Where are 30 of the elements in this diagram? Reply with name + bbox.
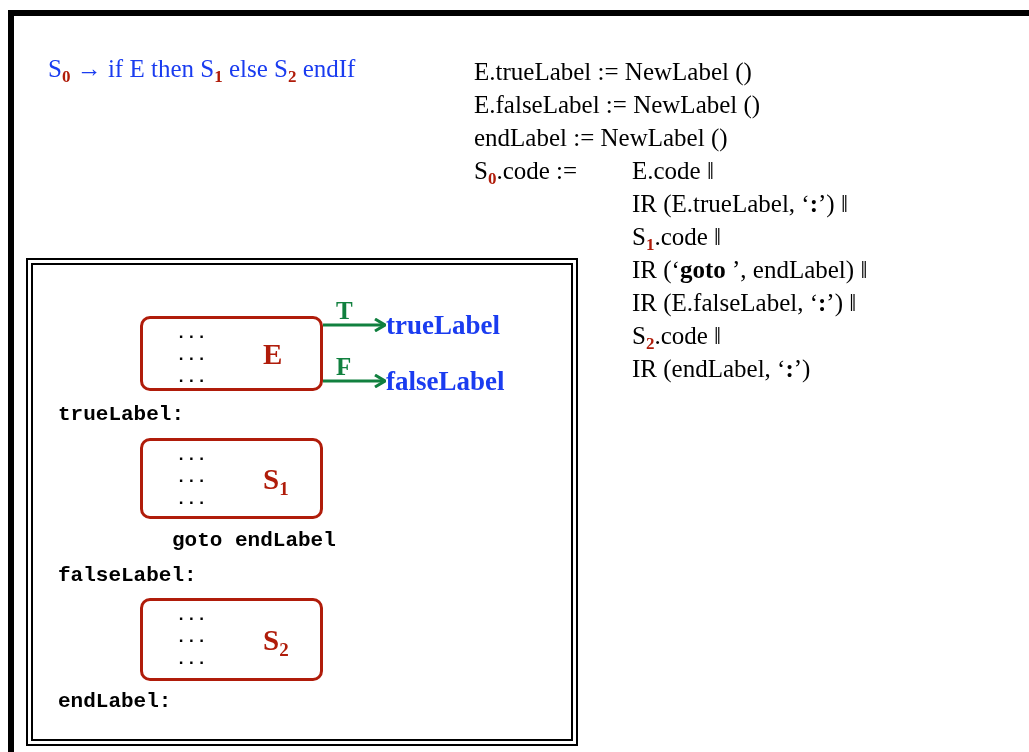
block-name: S$_{1}$ (263, 462, 289, 501)
ellipsis-code: ... ... ... (176, 323, 207, 389)
arrow (323, 317, 387, 333)
code-line: E.falseLabel := NewLabel () (474, 90, 761, 120)
production-rule: S$_{0}$ → if E then S$_{1}$ else S$_{2}$ endIf (48, 54, 356, 88)
code-label: trueLabel: (58, 403, 185, 427)
code-layout-panel (26, 258, 578, 746)
code-line: IR (endLabel, ‘:’) (632, 354, 811, 384)
code-line: IR (E.falseLabel, ‘:’) ‖ (632, 288, 857, 318)
code-label: falseLabel: (58, 564, 197, 588)
code-line: S$_{1}$.code ‖ (632, 222, 722, 256)
code-block-box (140, 598, 323, 681)
code-block-box (140, 316, 323, 391)
code-line: E.code ‖ (632, 156, 714, 186)
code-line: IR (‘goto ’, endLabel) ‖ (632, 255, 868, 285)
ellipsis-code: ... ... ... (176, 445, 207, 511)
jump-target-label: falseLabel (386, 366, 505, 396)
block-name: E (263, 337, 283, 370)
code-line: S$_{0}$.code := (474, 156, 578, 190)
code-line: S$_{2}$.code ‖ (632, 321, 722, 355)
code-label: endLabel: (58, 690, 172, 714)
arrow (323, 373, 387, 389)
jump-target-label: trueLabel (386, 310, 500, 340)
code-line: E.trueLabel := NewLabel () (474, 57, 752, 87)
code-line: IR (E.trueLabel, ‘:’) ‖ (632, 189, 848, 219)
code-block-box (140, 438, 323, 519)
ellipsis-code: ... ... ... (176, 605, 207, 671)
code-label: goto endLabel (172, 529, 336, 553)
block-name: S$_{2}$ (263, 623, 289, 662)
code-line: endLabel := NewLabel () (474, 123, 728, 153)
